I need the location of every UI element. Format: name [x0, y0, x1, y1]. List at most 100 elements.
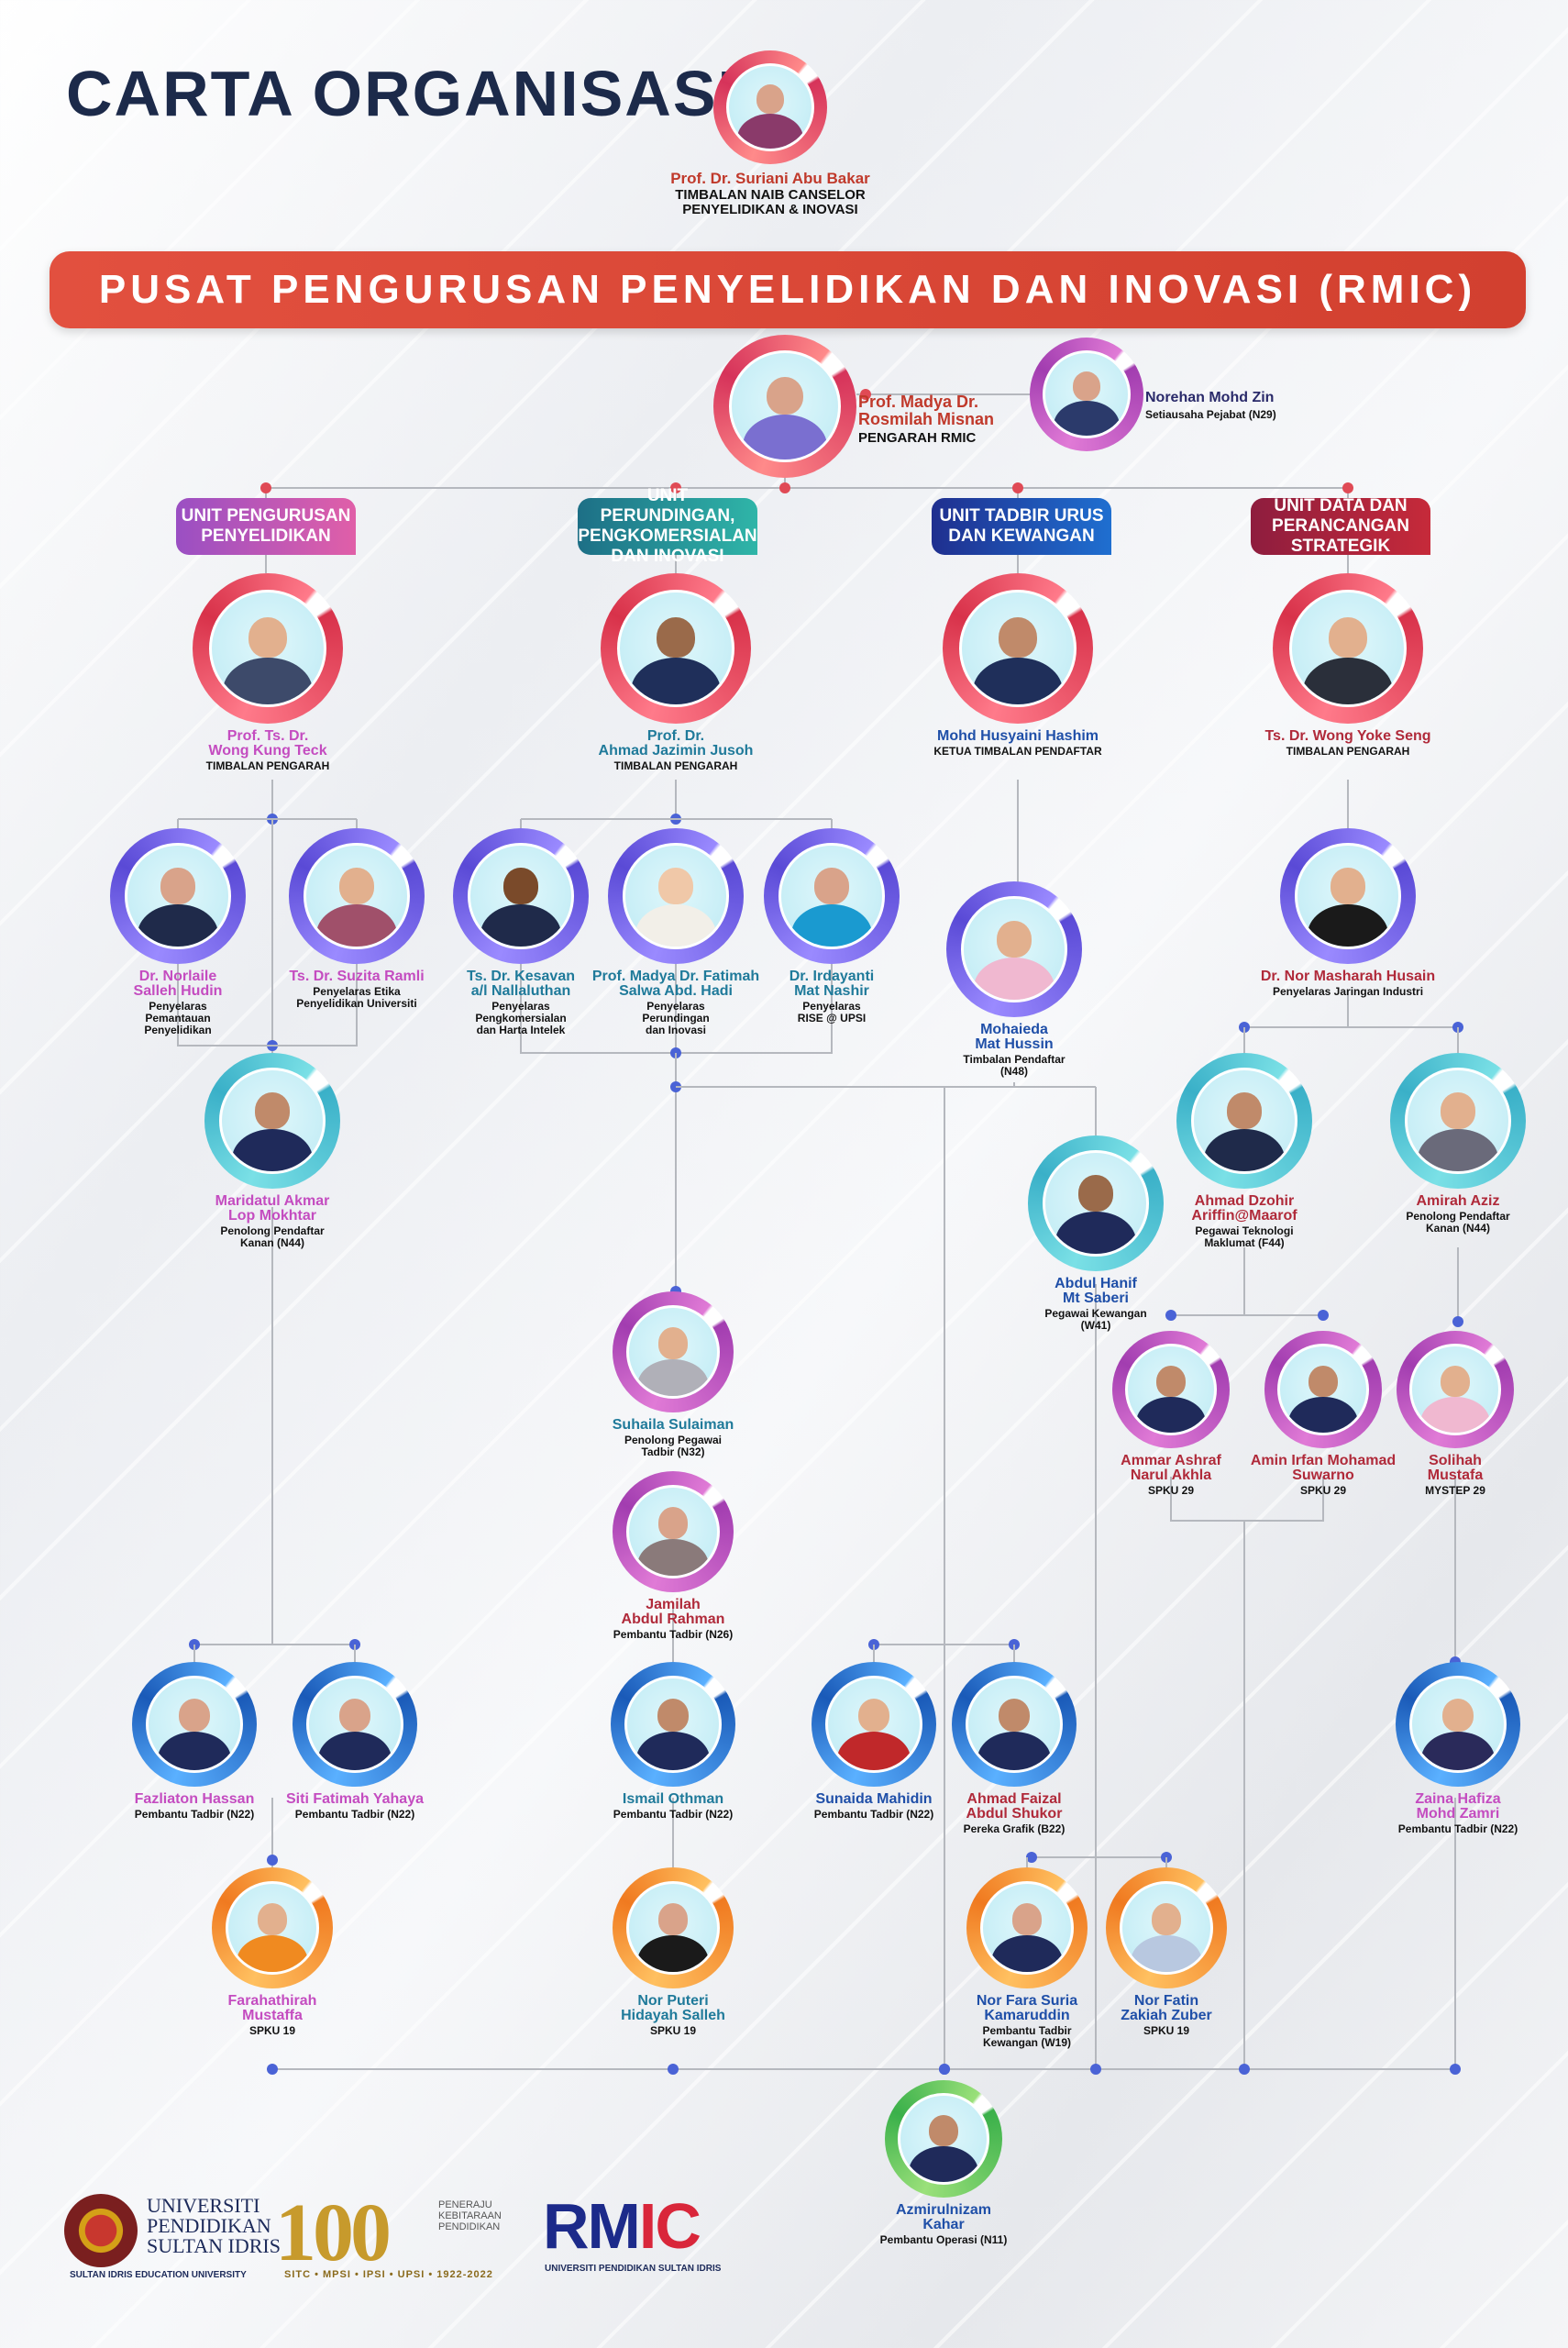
avatar-head [814, 868, 849, 904]
centenary-tagline: PENERAJU KEBITARAAN PENDIDIKAN [438, 2199, 502, 2232]
person-name: Mohd Husyaini Hashim [936, 728, 1099, 744]
person-role: TIMBALAN PENGARAH [205, 759, 330, 772]
profile-photo [979, 1880, 1075, 1976]
centenary-logo: 100 [275, 2187, 392, 2278]
avatar-body [232, 1128, 313, 1171]
profile-photo [729, 350, 841, 462]
person-name: Sunaida Mahidin [815, 1791, 933, 1807]
rmic-logo-subtitle: UNIVERSITI PENDIDIKAN SULTAN IDRIS [545, 2264, 722, 2274]
person-name: Ismail Othman [622, 1791, 724, 1807]
avatar-body [974, 957, 1055, 1000]
profile-photo [961, 896, 1067, 1002]
profile-photo [1125, 1344, 1217, 1435]
avatar-body [742, 415, 828, 460]
avatar-body [977, 1732, 1052, 1771]
unit-header-1: UNIT PENGURUSAN PENYELIDIKAN [176, 498, 356, 555]
person-name: Nor Fara Suria Kamaruddin [976, 1993, 1078, 2023]
person-name: Ahmad Dzohir Ariffin@Maarof [1191, 1193, 1297, 1224]
person-role: PENGARAH RMIC [858, 430, 977, 446]
avatar-head [1329, 616, 1367, 658]
person-name: Prof. Dr. Suriani Abu Bakar [670, 170, 870, 187]
profile-photo [623, 843, 729, 949]
avatar-head [1441, 1365, 1470, 1397]
person-name: Dr. Irdayanti Mat Nashir [789, 969, 875, 999]
connector-node [939, 2064, 950, 2075]
profile-photo [778, 843, 885, 949]
avatar-body [635, 1732, 711, 1771]
person-role: Penolong Pendaftar Kanan (N44) [220, 1224, 325, 1249]
avatar-body [1131, 1934, 1202, 1973]
avatar-body [1136, 1396, 1206, 1433]
avatar-head [1309, 1365, 1338, 1397]
avatar-head [658, 868, 693, 904]
profile-photo [1289, 590, 1407, 707]
person-role: TIMBALAN NAIB CANSELOR PENYELIDIKAN & IN… [675, 187, 866, 217]
connector-node [1026, 1852, 1037, 1863]
person-name: Ammar Ashraf Narul Akhla [1121, 1453, 1221, 1483]
profile-photo [125, 843, 231, 949]
person-name: Norehan Mohd Zin [1145, 390, 1275, 405]
person-role: Pegawai Teknologi Maklumat (F44) [1195, 1224, 1294, 1249]
avatar-head [503, 868, 538, 904]
connector-node [1452, 1316, 1463, 1327]
avatar-head [257, 1902, 288, 1935]
avatar-body [1204, 1128, 1285, 1171]
person-name: Jamilah Abdul Rahman [621, 1597, 725, 1627]
profile-photo [625, 1880, 721, 1976]
avatar-body [1303, 657, 1393, 704]
avatar-body [791, 903, 872, 947]
avatar-body [1420, 1732, 1496, 1771]
profile-photo [959, 590, 1077, 707]
connector-line [177, 964, 358, 1047]
avatar-body [138, 903, 218, 947]
person-role: Penyelaras Pemantauan Penyelidikan [144, 1000, 212, 1036]
person-name: Farahathirah Mustaffa [227, 1993, 317, 2023]
connector-node [1165, 1310, 1176, 1321]
profile-photo [725, 62, 815, 152]
profile-photo [145, 1675, 244, 1774]
person-role: KETUA TIMBALAN PENDAFTAR [933, 745, 1102, 758]
upsi-crest-icon [64, 2194, 138, 2267]
connector-node [668, 2064, 679, 2075]
person-name: Nor Puteri Hidayah Salleh [621, 1993, 725, 2023]
person-role: Pembantu Tadbir (N22) [294, 1808, 415, 1821]
avatar-head [248, 616, 287, 658]
avatar-head [929, 2114, 958, 2146]
person-name: Prof. Ts. Dr. Wong Kung Teck [208, 728, 327, 759]
person-role: Pembantu Tadbir (N22) [613, 1808, 734, 1821]
avatar-head [1331, 868, 1365, 904]
person-name: Zaina Hafiza Mohd Zamri [1415, 1791, 1501, 1822]
profile-photo [1119, 1880, 1214, 1976]
person-role: SPKU 29 [1147, 1484, 1195, 1497]
profile-photo [468, 843, 574, 949]
connector-node [1012, 482, 1023, 493]
profile-photo [1191, 1068, 1297, 1174]
avatar-body [157, 1732, 232, 1771]
avatar-head [255, 1092, 290, 1129]
profile-photo [898, 2093, 989, 2185]
connector-node [1239, 2064, 1250, 2075]
avatar-body [637, 1538, 709, 1577]
rmic-banner: PUSAT PENGURUSAN PENYELIDIKAN DAN INOVAS… [50, 251, 1526, 328]
upsi-logo-text: UNIVERSITI PENDIDIKAN SULTAN IDRIS [147, 2194, 281, 2257]
person-role: Pembantu Tadbir (N26) [613, 1628, 734, 1641]
person-role: TIMBALAN PENGARAH [613, 759, 738, 772]
avatar-head [657, 1506, 689, 1539]
person-role: Pembantu Tadbir (N22) [813, 1808, 934, 1821]
person-name: Nor Fatin Zakiah Zuber [1121, 1993, 1212, 2023]
avatar-body [637, 1934, 709, 1973]
person-role: MYSTEP 29 [1425, 1484, 1485, 1497]
unit-header-3: UNIT TADBIR URUS DAN KEWANGAN [932, 498, 1111, 555]
person-role: Pegawai Kewangan (W41) [1044, 1307, 1147, 1332]
profile-photo [624, 1675, 723, 1774]
person-name: Ahmad Faizal Abdul Shukor [966, 1791, 1063, 1822]
avatar-body [736, 114, 804, 150]
profile-photo [824, 1675, 923, 1774]
avatar-head [1078, 1175, 1113, 1212]
avatar-head [339, 868, 374, 904]
connector-node [267, 1855, 278, 1866]
avatar-head [1227, 1092, 1262, 1129]
connector-node [779, 482, 790, 493]
person-name: Amirah Aziz [1416, 1193, 1500, 1209]
profile-photo [1043, 1150, 1149, 1257]
